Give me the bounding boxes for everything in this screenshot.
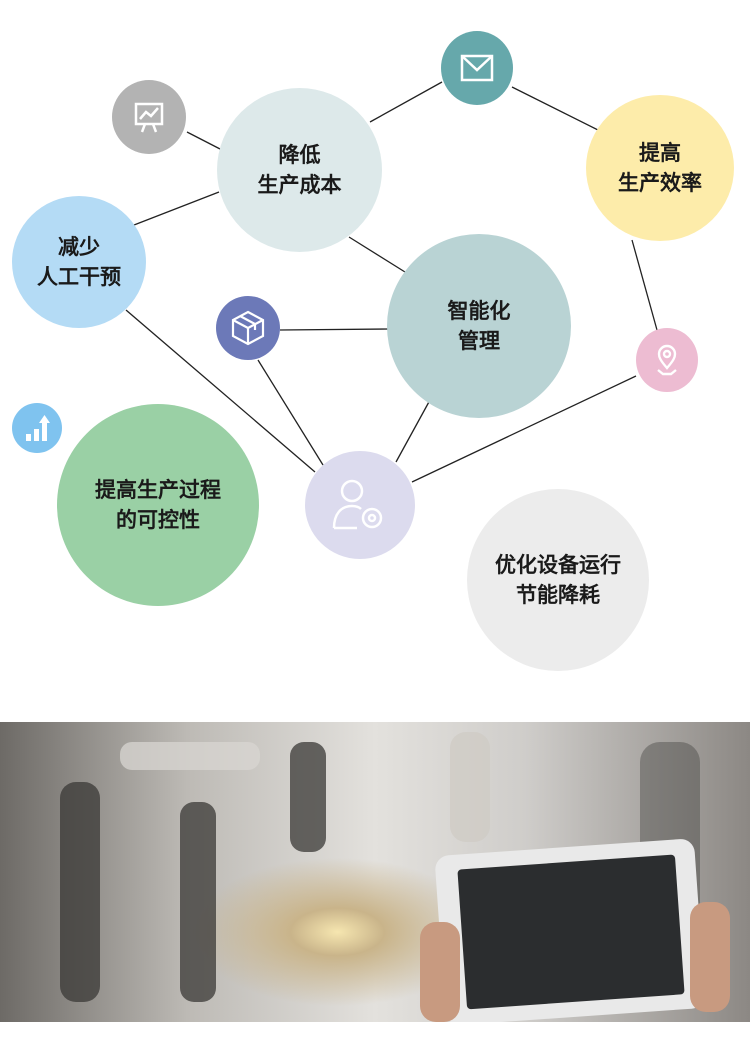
node-smart-management: 智能化 管理 xyxy=(387,234,571,418)
mail-icon xyxy=(441,31,513,105)
node-label: 智能化 管理 xyxy=(447,299,511,353)
node-label: 减少 人工干预 xyxy=(37,235,121,289)
bar-chart-up-icon xyxy=(12,403,62,453)
connector-lines xyxy=(125,81,658,483)
node-improve-efficiency: 提高 生产效率 xyxy=(586,95,734,241)
robot-arms-tablet-photo xyxy=(0,722,750,1022)
node-controllability: 提高生产过程 的可控性 xyxy=(57,404,259,606)
node-energy-saving: 优化设备运行 节能降耗 xyxy=(467,489,649,671)
presentation-chart-icon xyxy=(112,80,186,154)
box-icon xyxy=(216,296,280,360)
node-label: 提高生产过程 的可控性 xyxy=(95,478,221,532)
node-reduce-manual: 减少 人工干预 xyxy=(12,196,146,328)
location-pin-icon xyxy=(636,328,698,392)
node-label: 提高 生产效率 xyxy=(618,141,702,195)
node-reduce-cost: 降低 生产成本 xyxy=(217,88,382,252)
node-label: 优化设备运行 节能降耗 xyxy=(495,553,621,607)
node-label: 降低 生产成本 xyxy=(257,143,342,197)
tablet xyxy=(435,839,705,1022)
user-gear-icon xyxy=(305,451,415,559)
